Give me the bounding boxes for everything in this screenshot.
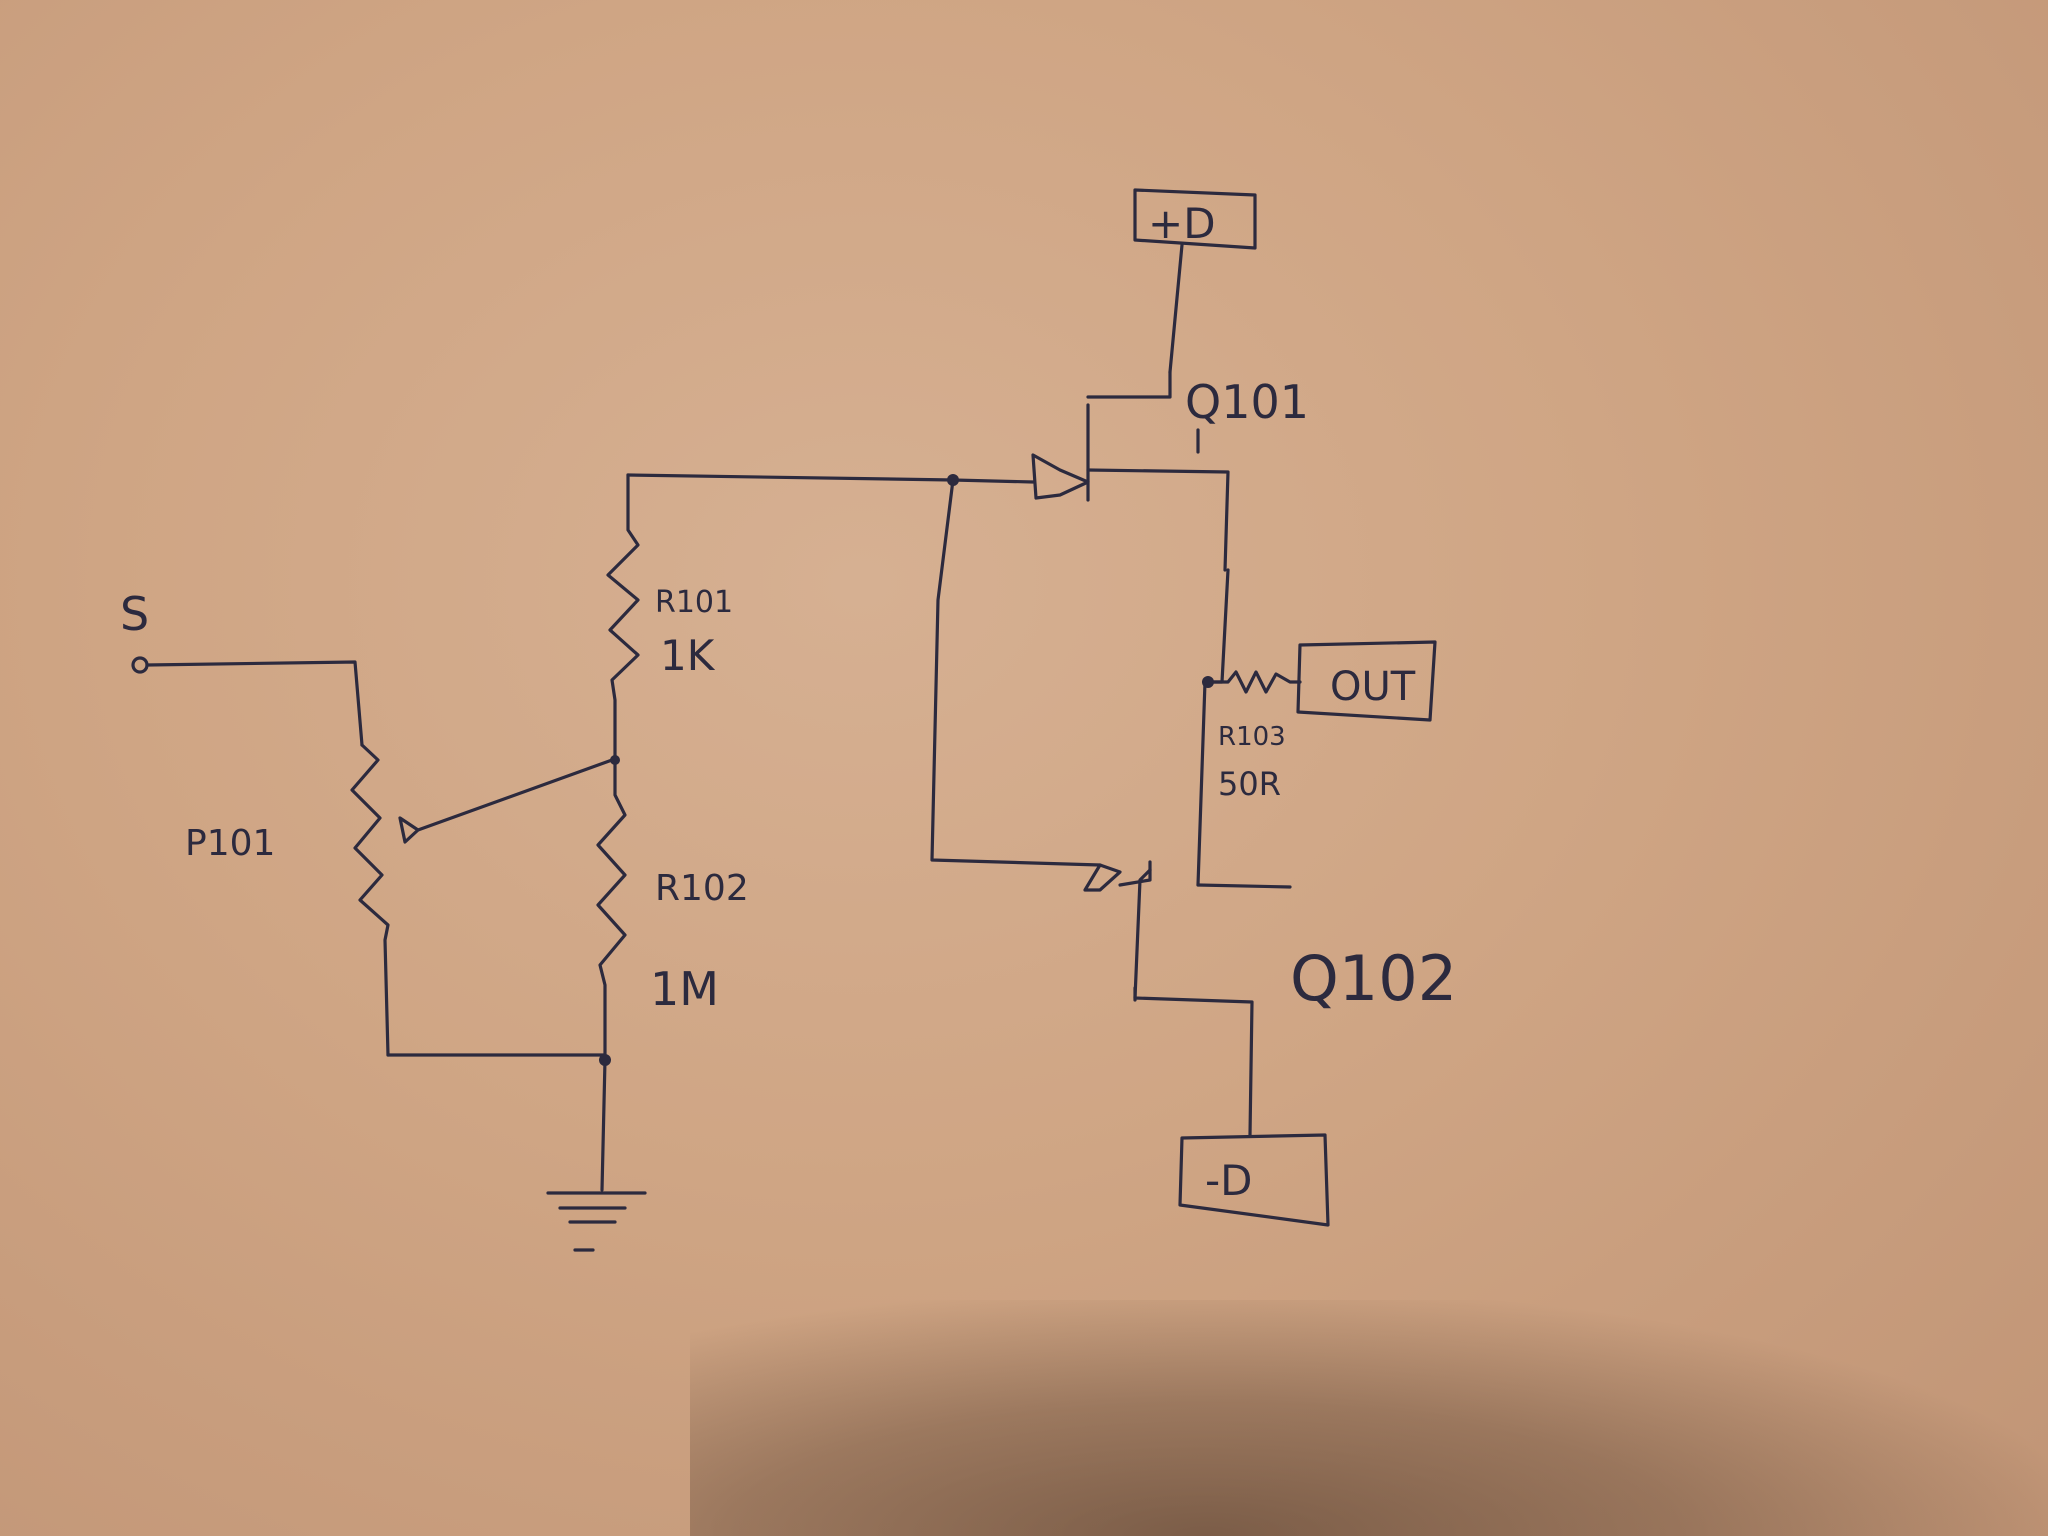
input-terminal <box>131 656 364 747</box>
r101-name: R101 <box>655 585 733 620</box>
transistor-q102 <box>1083 860 1292 1137</box>
potentiometer-p101 <box>350 743 614 1057</box>
transistor-q101 <box>1031 370 1230 572</box>
neg-supply-label: -D <box>1205 1156 1253 1205</box>
r101-value: 1K <box>660 631 716 680</box>
r103-value: 50R <box>1218 765 1281 803</box>
resistor-r102 <box>596 758 627 1062</box>
q101-label: Q101 <box>1185 375 1309 429</box>
pot-label: P101 <box>185 823 275 864</box>
gate-wire <box>626 473 955 482</box>
r103-name: R103 <box>1218 722 1286 752</box>
r102-value: 1M <box>650 962 719 1016</box>
resistor-r103 <box>1206 670 1302 694</box>
q102-label: Q102 <box>1290 942 1457 1015</box>
output-box <box>1296 640 1437 722</box>
r102-name: R102 <box>655 868 749 909</box>
input-label: S <box>120 587 149 641</box>
pos-supply-box <box>1133 188 1257 250</box>
pos-supply-wire <box>1168 243 1184 374</box>
q101-gate-lead <box>951 478 1035 484</box>
resistor-r101 <box>606 473 640 762</box>
output-label: OUT <box>1330 664 1416 710</box>
ground-symbol <box>546 1058 647 1252</box>
q102-gate-wire <box>930 478 1102 867</box>
neg-supply-box <box>1178 1133 1330 1227</box>
pos-supply-label: +D <box>1148 199 1216 248</box>
